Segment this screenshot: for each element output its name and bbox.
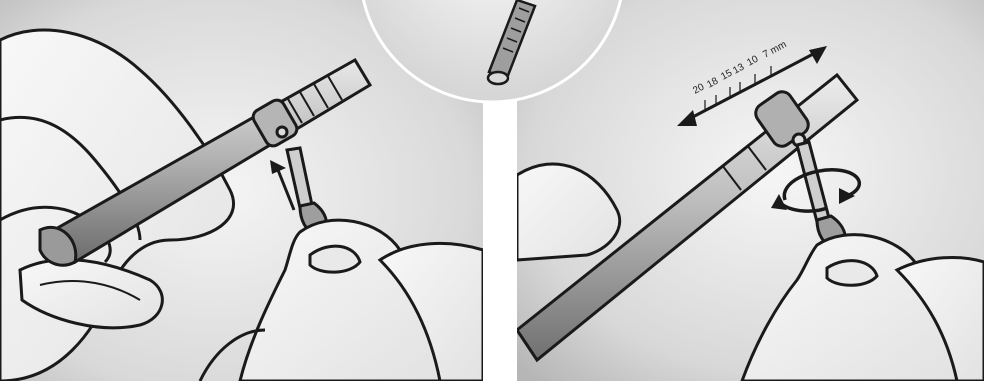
right-illustration: 20 18 15 13 10 7 mm xyxy=(517,0,984,381)
left-illustration xyxy=(0,0,483,381)
left-panel-insert-tip xyxy=(0,0,483,381)
right-panel-adjust-depth: 20 18 15 13 10 7 mm xyxy=(517,0,984,381)
